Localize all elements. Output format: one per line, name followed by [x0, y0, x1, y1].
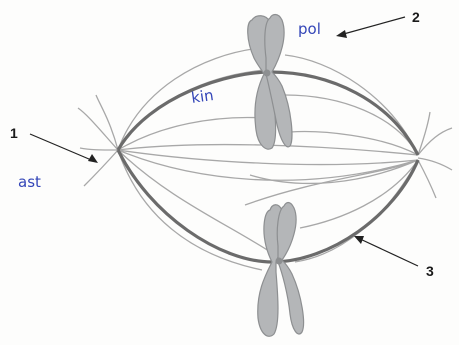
aster-ray-3 — [84, 150, 118, 186]
chromosome-lower — [258, 203, 304, 337]
aster-ray-4 — [96, 95, 118, 150]
fiber-top-1 — [118, 48, 260, 150]
arrow-2 — [340, 17, 405, 35]
label-1: 1 — [10, 125, 18, 141]
fiber-rtop-3 — [290, 132, 418, 155]
aster-ray-r3 — [418, 160, 436, 198]
arrow-1 — [30, 134, 96, 162]
arrowhead-1 — [88, 154, 98, 163]
label-3: 3 — [426, 263, 434, 279]
arrowhead-2 — [336, 30, 347, 38]
arrow-3 — [358, 238, 418, 266]
aster-ray-r2 — [418, 158, 452, 170]
handwritten-ast: ast — [18, 173, 41, 191]
handwritten-kin: kin — [190, 86, 215, 107]
aster-ray-2 — [80, 148, 118, 150]
chromosome-upper — [248, 15, 292, 150]
arrowhead-3 — [354, 236, 364, 244]
fiber-rbot-2 — [300, 160, 418, 228]
handwritten-pol: pol — [298, 20, 321, 38]
chromatid-lower-right — [277, 203, 303, 334]
centromere-upper — [264, 70, 271, 77]
centromere-lower — [276, 258, 283, 265]
fiber-bot-2 — [118, 150, 262, 270]
fiber-mid-3 — [118, 150, 418, 165]
aster-ray-1 — [78, 108, 118, 150]
label-2: 2 — [412, 9, 420, 25]
